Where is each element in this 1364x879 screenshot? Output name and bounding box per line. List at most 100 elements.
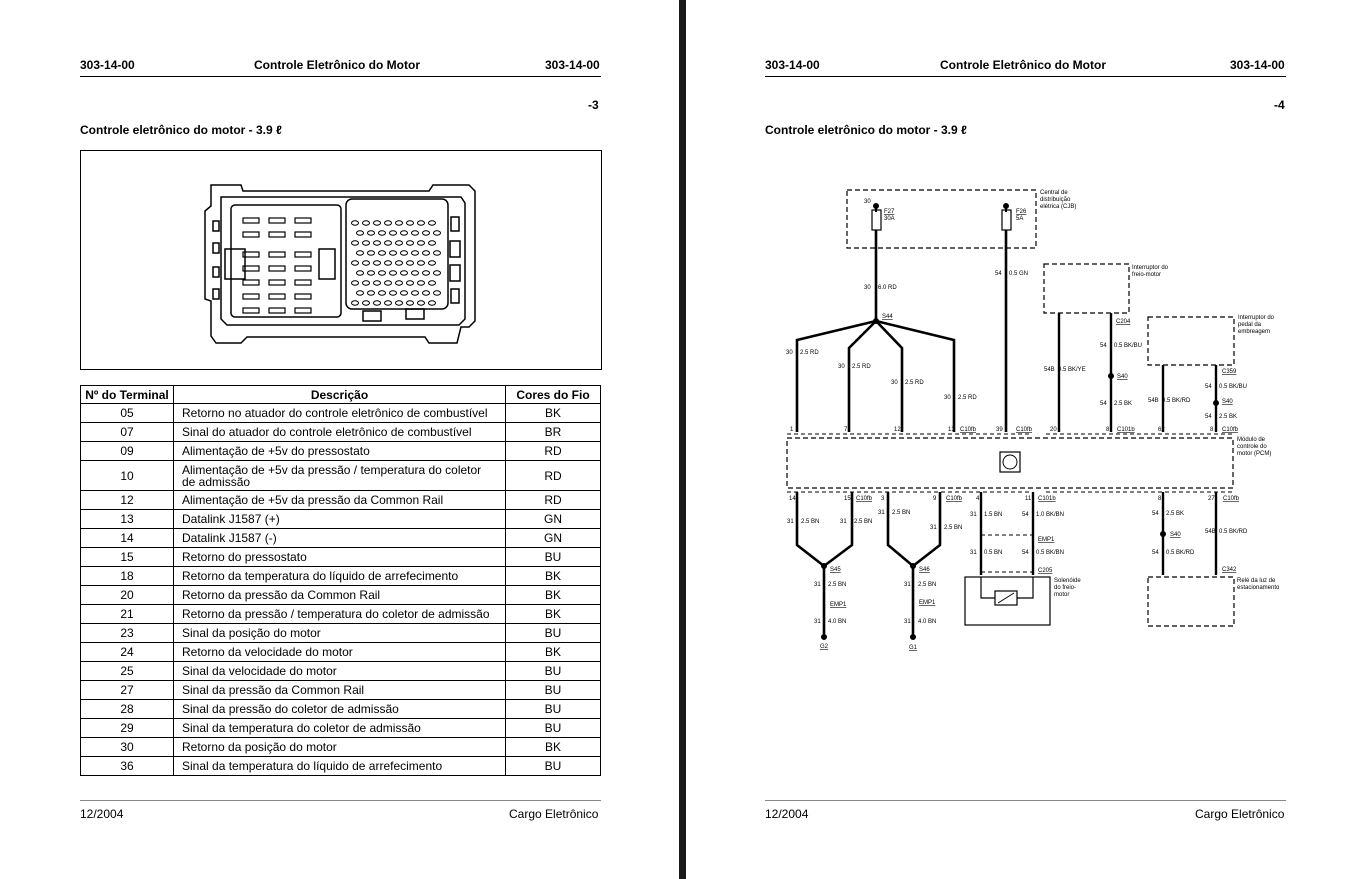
fuse-id: F27 <box>884 209 895 215</box>
connector-pin <box>428 280 436 286</box>
wire-color-cell: BU <box>505 699 601 719</box>
terminal-cell: 21 <box>80 604 174 624</box>
connector-label: C10fb <box>1016 427 1033 433</box>
description-cell: Retorno da pressão / temperatura do cole… <box>173 604 506 624</box>
cjb-label: distribuição <box>1040 197 1071 203</box>
pin-number: 27 <box>1208 496 1215 502</box>
pin-number: 20 <box>1050 427 1057 433</box>
connector-pin <box>384 280 392 286</box>
terminal-cell: 07 <box>80 422 174 442</box>
connector-label: C204 <box>1116 319 1131 325</box>
splice-label: S40 <box>1117 374 1128 380</box>
pin-number: 4 <box>976 496 980 502</box>
wire-spec: 2.5 BN <box>828 582 846 588</box>
connector-pin <box>373 220 381 226</box>
connector-pin <box>389 290 397 296</box>
wire-spec: 0.5 BK/YE <box>1058 367 1086 373</box>
terminal-cell: 29 <box>80 718 174 738</box>
connector-label: C359 <box>1222 369 1237 375</box>
wire-spec: 2.5 BN <box>892 510 910 516</box>
splice-s40 <box>1160 531 1166 537</box>
connector-slot <box>268 217 286 224</box>
connector-pin <box>433 290 441 296</box>
wire-circuit: 31 <box>814 619 821 625</box>
connector-slot <box>294 231 312 238</box>
description-cell: Retorno do pressostato <box>173 547 506 567</box>
wire-color-cell: BK <box>505 604 601 624</box>
terminal-cell: 25 <box>80 661 174 681</box>
wire-color-cell: BK <box>505 585 601 605</box>
connector-slot <box>242 293 260 300</box>
splice-label: S45 <box>830 567 841 573</box>
connector-pin <box>417 260 425 266</box>
connector-pin <box>417 220 425 226</box>
connector-pin <box>417 240 425 246</box>
wire-circuit: 54 <box>1152 550 1159 556</box>
connector-slot <box>294 279 312 286</box>
wire-circuit: 54 <box>995 271 1002 277</box>
wire-color-cell: RD <box>505 490 601 510</box>
description-cell: Retorno da pressão da Common Rail <box>173 585 506 605</box>
solenoid-label: motor <box>1054 592 1069 598</box>
connector-pin <box>400 270 408 276</box>
description-cell: Sinal da velocidade do motor <box>173 661 506 681</box>
wire-color-cell: GN <box>505 528 601 548</box>
terminal-cell: 20 <box>80 585 174 605</box>
solenoid-lead <box>1017 577 1034 599</box>
terminal-cell: 27 <box>80 680 174 700</box>
pin-number: 13 <box>948 427 955 433</box>
fuse-circuit: 30 <box>864 199 871 205</box>
connector-pin <box>362 280 370 286</box>
clutch-switch-box <box>1147 316 1235 366</box>
footer-date: 12/2004 <box>80 807 124 821</box>
brake-switch-label: Interruptor do <box>1132 265 1169 271</box>
connector-label: C205 <box>1038 568 1053 574</box>
connector-label: C10fb <box>1223 496 1240 502</box>
wire-spec: 2.5 BK <box>1114 401 1132 407</box>
connector-pin <box>395 300 403 306</box>
wire-spec: 2.5 RD <box>852 364 871 370</box>
wire-color-cell: GN <box>505 509 601 529</box>
pin-number: 12 <box>894 427 901 433</box>
connector-pin <box>395 220 403 226</box>
wire <box>795 319 877 432</box>
wire-spec: 1.0 BK/BN <box>1036 512 1064 518</box>
pin-number: 62 <box>1158 427 1165 433</box>
ground-g1 <box>910 634 916 640</box>
wire-spec: 2.5 BN <box>944 525 962 531</box>
description-cell: Retorno da temperatura do líquido de arr… <box>173 566 506 586</box>
wire-spec: 1.5 BN <box>984 512 1002 518</box>
wire-spec: 0.5 GN <box>1009 271 1028 277</box>
wire-circuit: 54 <box>1100 343 1107 349</box>
wire-color-cell: BK <box>505 403 601 423</box>
connector-pin <box>400 250 408 256</box>
header-rule <box>80 76 601 77</box>
pin-number: 9 <box>933 496 937 502</box>
connector-figure <box>80 150 602 370</box>
wire-spec: 2.5 BN <box>854 519 872 525</box>
pcm-label: Módulo de <box>1237 437 1266 443</box>
relay-label: Relé da luz de <box>1237 578 1276 584</box>
footer-title: Cargo Eletrônico <box>1195 807 1285 821</box>
wire <box>847 320 877 432</box>
connector-label: EMP1 <box>919 600 936 606</box>
connector-label: EMP1 <box>1038 537 1055 543</box>
connector-pin <box>373 300 381 306</box>
terminal-cell: 36 <box>80 756 174 776</box>
pin-number: 3 <box>881 496 885 502</box>
terminal-cell: 23 <box>80 623 174 643</box>
pin-number: 1 <box>790 427 794 433</box>
connector-pin <box>411 290 419 296</box>
connector-pin <box>384 300 392 306</box>
connector-pin <box>378 290 386 296</box>
connector-drawing <box>204 184 476 344</box>
pin-number: 7 <box>844 427 848 433</box>
connector-label: C101b <box>1038 496 1056 502</box>
connector-slot <box>242 265 260 272</box>
